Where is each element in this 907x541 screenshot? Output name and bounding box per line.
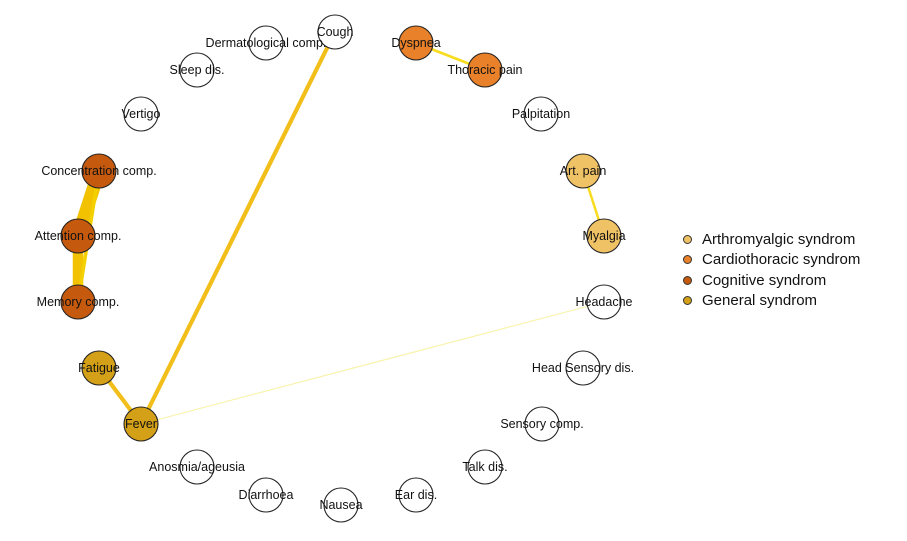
node-circle [586, 284, 622, 320]
node-circle [323, 487, 359, 523]
node-concentration: Concentration comp. [41, 153, 157, 189]
node-circle [81, 153, 117, 189]
node-cough: Cough [317, 14, 354, 50]
legend-swatch-icon [683, 296, 692, 306]
node-fever: Fever [123, 406, 159, 442]
legend-item-cognitive: Cognitive syndrom [683, 270, 860, 291]
node-circle [123, 96, 159, 132]
node-label: Fever [125, 417, 157, 431]
node-circle [565, 350, 601, 386]
node-label: Sensory comp. [500, 417, 583, 431]
legend-label: Cardiothoracic syndrom [702, 251, 861, 269]
node-circle [398, 477, 434, 513]
node-label: Headache [576, 295, 633, 309]
node-label: Head Sensory dis. [532, 361, 634, 375]
node-circle [81, 350, 117, 386]
node-vertigo: Vertigo [122, 96, 161, 132]
node-talk_dis: Talk dis. [462, 449, 508, 485]
node-nausea: Nausea [319, 487, 363, 523]
node-circle [523, 96, 559, 132]
node-dyspnea: Dyspnea [391, 25, 441, 61]
node-label: Art. pain [560, 164, 607, 178]
node-circle [60, 218, 96, 254]
node-circle [60, 284, 96, 320]
node-headache: Headache [576, 284, 633, 320]
node-label: Anosmia/ageusia [149, 460, 245, 474]
node-label: Nausea [319, 498, 362, 512]
legend-label: Cognitive syndrom [702, 271, 827, 289]
legend-swatch-icon [683, 275, 692, 285]
node-circle [179, 449, 215, 485]
node-label: Vertigo [122, 107, 161, 121]
edge-fever-cough [138, 29, 338, 427]
node-label: Palpitation [512, 107, 570, 121]
node-circle [123, 406, 159, 442]
node-label: Fatigue [78, 361, 120, 375]
node-circle [467, 449, 503, 485]
edges-layer [71, 29, 606, 427]
node-circle [179, 52, 215, 88]
legend-label: General syndrom [702, 292, 818, 310]
node-sleep: Sleep dis. [170, 52, 225, 88]
node-circle [524, 406, 560, 442]
node-thoracic_pain: Thoracic pain [447, 52, 523, 88]
legend-item-cardiothoracic: Cardiothoracic syndrom [683, 250, 860, 271]
node-label: Cough [317, 25, 354, 39]
legend-swatch-icon [683, 234, 692, 244]
node-label: Ear dis. [395, 488, 437, 502]
node-ear_dis: Ear dis. [395, 477, 437, 513]
node-attention: Attention comp. [35, 218, 122, 254]
node-circle [586, 218, 622, 254]
node-label: Dermatological comp. [206, 36, 327, 50]
legend-item-arthromyalgic: Arthromyalgic syndrom [683, 229, 860, 250]
node-diarrhoea: Diarrhoea [239, 477, 294, 513]
legend-item-general: General syndrom [683, 291, 860, 312]
node-art_pain: Art. pain [560, 153, 607, 189]
node-circle [317, 14, 353, 50]
legend-swatch-icon [683, 255, 692, 265]
node-dermatological: Dermatological comp. [206, 25, 327, 61]
node-label: Memory comp. [37, 295, 120, 309]
node-circle [398, 25, 434, 61]
node-label: Concentration comp. [41, 164, 156, 178]
node-head_sensory: Head Sensory dis. [532, 350, 634, 386]
node-myalgia: Myalgia [582, 218, 626, 254]
node-anosmia: Anosmia/ageusia [149, 449, 245, 485]
edge-fever-headache [140, 301, 605, 425]
node-sensory_comp: Sensory comp. [500, 406, 584, 442]
node-label: Talk dis. [462, 460, 507, 474]
node-label: Sleep dis. [170, 63, 225, 77]
node-label: Attention comp. [35, 229, 122, 243]
node-circle [248, 25, 284, 61]
node-label: Dyspnea [391, 36, 440, 50]
node-palpitation: Palpitation [512, 96, 570, 132]
node-circle [467, 52, 503, 88]
node-label: Diarrhoea [239, 488, 294, 502]
node-memory: Memory comp. [37, 284, 120, 320]
node-label: Thoracic pain [447, 63, 522, 77]
legend-label: Arthromyalgic syndrom [702, 230, 856, 248]
node-circle [248, 477, 284, 513]
node-label: Myalgia [582, 229, 625, 243]
node-circle [565, 153, 601, 189]
node-fatigue: Fatigue [78, 350, 120, 386]
